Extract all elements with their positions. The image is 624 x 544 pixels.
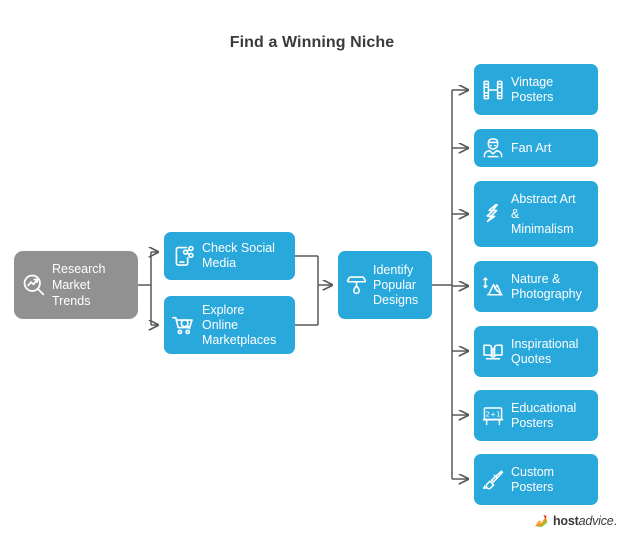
node-abstract-art-minimalism[interactable]: Abstract Art & Minimalism	[474, 181, 598, 247]
node-identify-popular-designs[interactable]: Identify Popular Designs	[338, 251, 432, 319]
film-strip-icon	[481, 78, 505, 102]
node-custom-posters[interactable]: Custom Posters	[474, 454, 598, 505]
node-inspirational-quotes[interactable]: Inspirational Quotes	[474, 326, 598, 377]
node-label: Nature & Photography	[511, 271, 582, 301]
abstract-shape-icon	[481, 202, 505, 226]
brand-dot: .	[613, 514, 618, 528]
brand-bold: host	[553, 514, 579, 528]
hostadvice-logo-icon	[533, 513, 549, 529]
node-label: Inspirational Quotes	[511, 336, 579, 366]
node-vintage-posters[interactable]: Vintage Posters	[474, 64, 598, 115]
node-label: Explore Online Marketplaces	[202, 302, 277, 347]
node-research-market-trends[interactable]: Research Market Trends	[14, 251, 138, 319]
node-label: Abstract Art & Minimalism	[511, 191, 576, 236]
node-label: Educational Posters	[511, 400, 577, 430]
node-label: Fan Art	[511, 140, 552, 155]
market-analysis-icon	[20, 271, 48, 299]
cart-search-icon	[171, 312, 197, 338]
open-book-icon	[481, 340, 505, 364]
brand-light: advice	[578, 514, 614, 528]
blackboard-icon: 2+1	[481, 404, 505, 428]
node-check-social-media[interactable]: Check Social Media	[164, 232, 295, 280]
node-fan-art[interactable]: Fan Art	[474, 129, 598, 167]
paintbrush-icon	[481, 468, 505, 492]
node-label: Custom Posters	[511, 464, 555, 494]
node-label: Research Market Trends	[52, 262, 106, 308]
mountain-icon	[481, 275, 505, 299]
node-label: Identify Popular Designs	[373, 262, 419, 307]
superhero-icon	[481, 136, 505, 160]
node-label: Vintage Posters	[511, 74, 554, 104]
node-nature-photography[interactable]: Nature & Photography	[474, 261, 598, 312]
hostadvice-wordmark: hostadvice.	[553, 514, 617, 528]
svg-text:2+1: 2+1	[485, 409, 500, 418]
node-explore-online-marketplaces[interactable]: Explore Online Marketplaces	[164, 296, 295, 354]
lamp-icon	[344, 273, 369, 298]
node-educational-posters[interactable]: 2+1 Educational Posters	[474, 390, 598, 441]
hostadvice-logo: hostadvice.	[533, 513, 617, 529]
mobile-share-icon	[171, 243, 197, 269]
node-label: Check Social Media	[202, 241, 275, 270]
page-title: Find a Winning Niche	[229, 34, 395, 51]
